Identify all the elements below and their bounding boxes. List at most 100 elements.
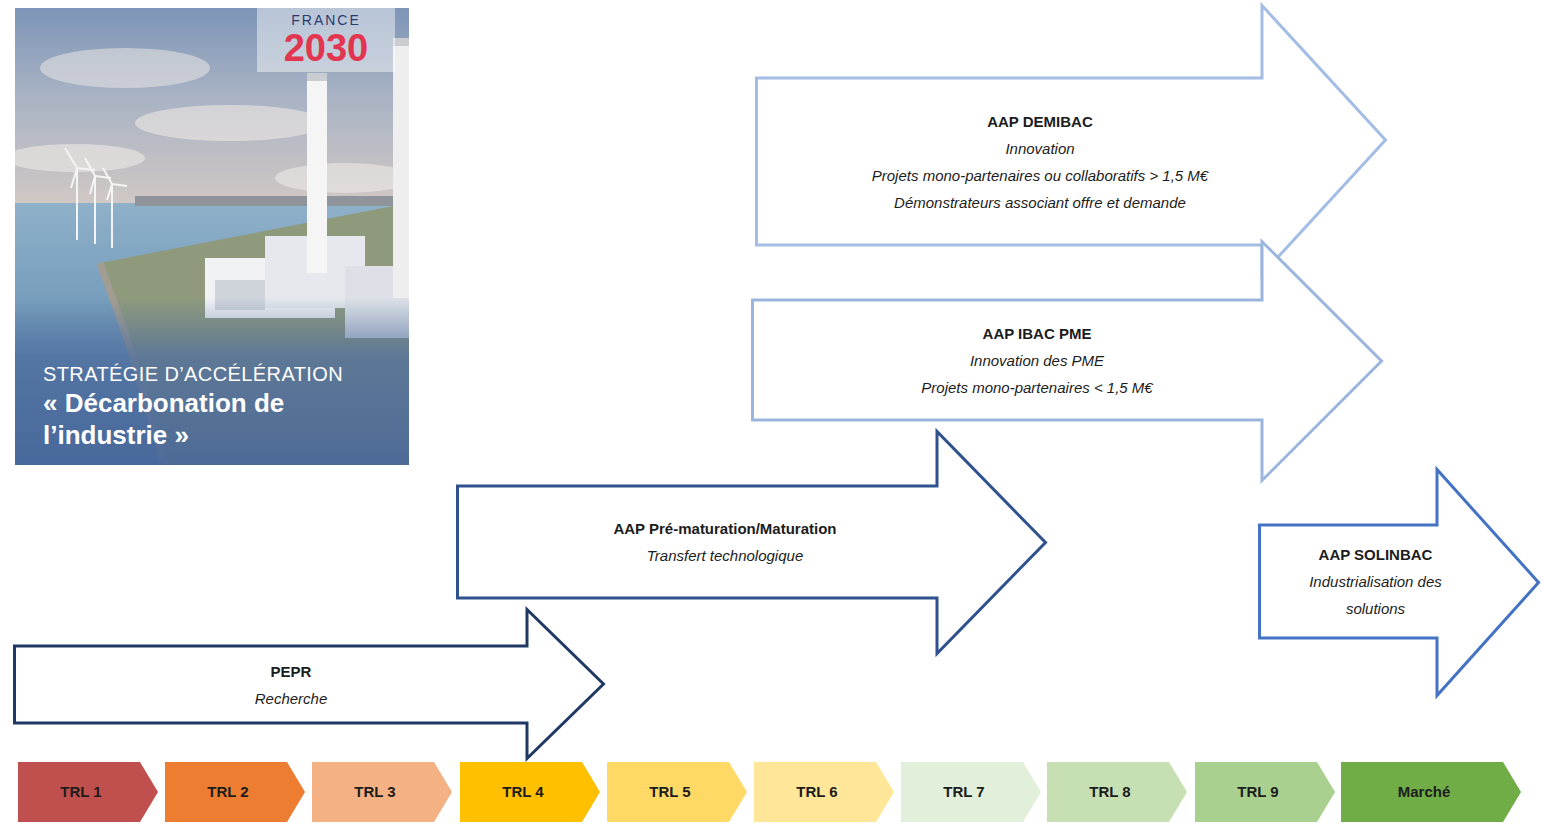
far-coast: [135, 196, 409, 206]
chevron-shape: [901, 762, 1041, 822]
turbine-mast: [111, 184, 113, 248]
arrow-shape: [458, 432, 1046, 654]
call-arrow: PEPRRecherche: [13, 608, 605, 760]
turbine-mast: [94, 176, 96, 244]
node-heading: AAP DEMIBAC: [987, 108, 1093, 135]
text-area: TRL 3: [316, 768, 434, 816]
text-area: AAP IBAC PMEInnovation des PMEProjets mo…: [771, 304, 1303, 416]
node-text: Recherche: [255, 685, 328, 712]
node-heading: PEPR: [271, 658, 312, 685]
arrow-shape: [15, 610, 604, 759]
node-text: Transfert technologique: [647, 542, 803, 569]
text-area: STRATÉGIE D’ACCÉLÉRATION« Décarbonation …: [43, 353, 398, 458]
arrow-shape: [1260, 470, 1539, 696]
text-area: AAP Pré-maturation/MaturationTransfert t…: [476, 490, 974, 594]
chevron-shape: [18, 762, 158, 822]
arrow-shape: [757, 6, 1386, 275]
chevron-shape: [1341, 762, 1521, 822]
turbine-blade: [65, 148, 77, 168]
trl-chevron: TRL 8: [1047, 762, 1187, 822]
node-heading: TRL 4: [502, 783, 543, 801]
chevron-shape: [607, 762, 747, 822]
node-text: Projets mono-partenaires ou collaboratif…: [872, 162, 1208, 189]
trl-chevron: TRL 9: [1195, 762, 1335, 822]
turbine-blade: [103, 168, 112, 184]
text-area: TRL 5: [611, 768, 729, 816]
text-area: TRL 2: [169, 768, 287, 816]
arrow-outline: [13, 608, 605, 760]
text-area: TRL 8: [1051, 768, 1169, 816]
text-area: TRL 7: [905, 768, 1023, 816]
cloud: [275, 163, 409, 193]
node-heading: AAP SOLINBAC: [1319, 541, 1433, 568]
call-arrow: AAP SOLINBACIndustrialisation des soluti…: [1258, 468, 1540, 697]
arrow-shape: [753, 242, 1382, 481]
chimney: [307, 73, 327, 273]
node-heading: STRATÉGIE D’ACCÉLÉRATION: [43, 361, 343, 387]
turbine-blade: [71, 168, 77, 188]
chimney: [393, 38, 409, 298]
node-heading: FRANCE: [291, 12, 361, 28]
turbine-blade: [90, 176, 95, 194]
turbine-blade: [112, 184, 127, 186]
arrow-outline: [456, 430, 1047, 655]
call-arrow: AAP IBAC PMEInnovation des PMEProjets mo…: [751, 240, 1383, 482]
node-text: 2030: [284, 28, 369, 68]
trl-chevron: TRL 6: [754, 762, 894, 822]
text-area: AAP SOLINBACIndustrialisation des soluti…: [1278, 529, 1473, 634]
node-heading: TRL 3: [354, 783, 395, 801]
chevron-shape: [1195, 762, 1335, 822]
node-text: Démonstrateurs associant offre et demand…: [894, 189, 1186, 216]
trl-chevron: TRL 4: [460, 762, 600, 822]
cloud: [135, 105, 325, 141]
node-heading: TRL 7: [943, 783, 984, 801]
node-text: « Décarbonation de l’industrie »: [43, 387, 293, 451]
logo-badge: FRANCE2030: [257, 8, 395, 72]
trl-chevron: TRL 3: [312, 762, 452, 822]
trl-chevron: Marché: [1341, 762, 1521, 822]
text-area: TRL 1: [22, 768, 140, 816]
text-area: TRL 9: [1199, 768, 1317, 816]
text-area: Marché: [1345, 768, 1503, 816]
cloud: [40, 48, 210, 88]
node-text: Innovation: [1005, 135, 1074, 162]
text-area: AAP DEMIBACInnovationProjets mono-parten…: [775, 82, 1305, 241]
chimney-top: [393, 38, 409, 46]
node-heading: TRL 1: [60, 783, 101, 801]
turbine-blade: [85, 158, 95, 176]
trl-chevron: TRL 2: [165, 762, 305, 822]
node-heading: TRL 6: [796, 783, 837, 801]
call-arrow: AAP Pré-maturation/MaturationTransfert t…: [456, 430, 1047, 655]
chevron-shape: [312, 762, 452, 822]
cover-panel: STRATÉGIE D’ACCÉLÉRATION« Décarbonation …: [15, 8, 409, 465]
node-heading: TRL 2: [207, 783, 248, 801]
node-heading: TRL 8: [1089, 783, 1130, 801]
trl-chevron: TRL 7: [901, 762, 1041, 822]
wind-turbines: [65, 148, 127, 248]
chevron-shape: [1047, 762, 1187, 822]
sea: [15, 203, 409, 465]
node-text: Industrialisation des solutions: [1296, 568, 1456, 622]
turbine-mast: [76, 168, 78, 240]
node-heading: AAP IBAC PME: [983, 320, 1092, 347]
text-area: TRL 6: [758, 768, 876, 816]
node-heading: TRL 5: [649, 783, 690, 801]
chevron-shape: [460, 762, 600, 822]
node-heading: AAP Pré-maturation/Maturation: [613, 515, 836, 542]
node-text: Innovation des PME: [970, 347, 1104, 374]
chevron-shape: [165, 762, 305, 822]
node-text: Projets mono-partenaires < 1,5 M€: [921, 374, 1152, 401]
call-arrow: AAP DEMIBACInnovationProjets mono-parten…: [755, 4, 1387, 276]
text-area: FRANCE2030: [257, 10, 395, 70]
chimney-top: [307, 73, 327, 81]
text-area: PEPRRecherche: [33, 650, 549, 719]
trl-chevron: TRL 5: [607, 762, 747, 822]
node-heading: Marché: [1398, 783, 1451, 801]
turbine-blade: [107, 184, 112, 200]
trl-chevron: TRL 1: [18, 762, 158, 822]
text-area: TRL 4: [464, 768, 582, 816]
cloud: [15, 144, 145, 172]
node-heading: TRL 9: [1237, 783, 1278, 801]
text-shade: [15, 298, 409, 465]
